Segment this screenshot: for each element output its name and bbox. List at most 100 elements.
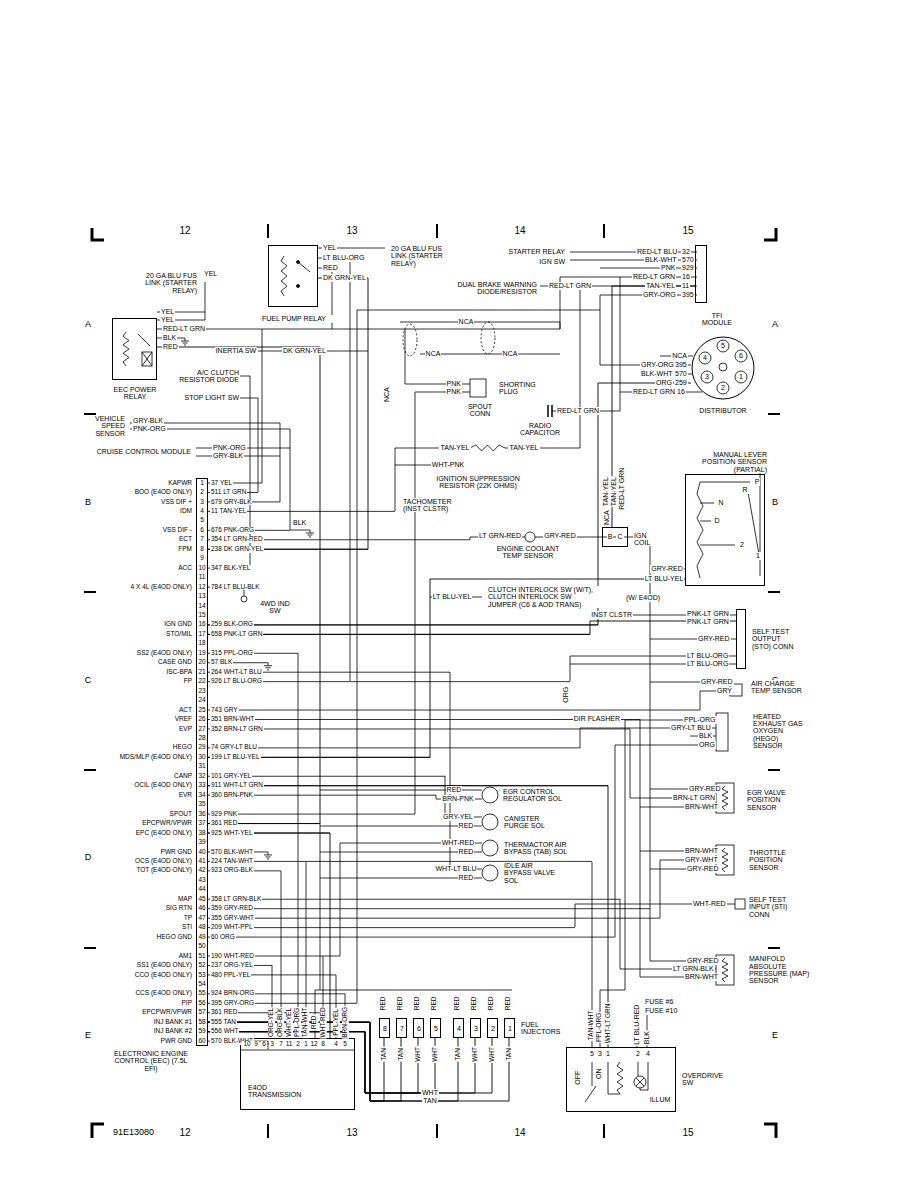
wire-code: 315 PPL-ORG (210, 650, 254, 657)
terminal-ring (717, 340, 729, 352)
callout-label: 4 (702, 354, 708, 361)
callout-label: SELF TEST INPUT (STI) CONN (748, 896, 805, 918)
pin-number: 53 (197, 972, 206, 979)
callout-label: PPL-ORG (295, 1006, 302, 1037)
callout-label: WHT-RED (320, 1006, 327, 1038)
wire-code: 360 BRN-PNK (210, 792, 254, 799)
wire-code: 570 BLK-WHT (210, 849, 254, 856)
wire (142, 352, 152, 366)
callout-label: (W/ E4OD) (625, 594, 661, 601)
callout-label: LT BLU-YEL (644, 575, 685, 582)
ground-symbol (264, 665, 272, 666)
callout-label: PNK-ORG (132, 425, 167, 432)
wire (615, 745, 716, 937)
callout-label: RED (312, 1014, 319, 1030)
wire-code: 355 GRY-WHT (210, 915, 255, 922)
callout-label: GRY-WHT (684, 856, 719, 863)
signal-name: ACC (177, 565, 193, 572)
module-box: TFI MODULE (695, 245, 707, 303)
wire-code: 926 LT BLU-ORG (210, 678, 263, 685)
component-name: SELF TEST OUTPUT (STO) CONN (751, 628, 795, 650)
grid-reference: E (771, 1031, 779, 1040)
wire-code: 679 GRY-BLK (210, 499, 252, 506)
wire-connector (208, 621, 736, 634)
pin-number: 13 (197, 593, 206, 600)
wire-code: 224 TAN-WHT (210, 858, 254, 865)
component-name: 2 (490, 1025, 496, 1032)
callout-label: ENGINE COOLANT TEMP SENSOR (487, 545, 569, 560)
wire (290, 530, 310, 531)
callout-label: TAN (506, 1047, 513, 1062)
wire-code: 74 GRY-LT BLU (210, 744, 258, 751)
signal-name: MAP (177, 896, 193, 903)
callout-label: 10 (242, 1041, 251, 1048)
callout-label: TAN-YEL (645, 282, 676, 289)
callout-label: C (616, 533, 623, 540)
pin-number: 55 (197, 990, 206, 997)
sensor-symbol (525, 532, 535, 542)
component-name: 5 (433, 1025, 439, 1032)
callout-label: 32 (681, 248, 691, 255)
pin-number: 21 (197, 669, 206, 676)
signal-name: 4 X 4L (E4OD ONLY) (130, 584, 193, 591)
signal-name: SPOUT (169, 811, 193, 818)
wire (208, 728, 630, 729)
callout-label: TAN-YEL (602, 476, 609, 507)
signal-name: CASE GND (157, 659, 193, 666)
pin-number: 12 (197, 584, 206, 591)
callout-label: IGN SW (538, 258, 566, 265)
callout-label: THROTTLE POSITION SENSOR (748, 849, 805, 871)
wire (700, 482, 750, 483)
callout-label: RED (446, 786, 463, 793)
callout-label: INST CLSTR (590, 611, 633, 618)
callout-label: TAN (422, 1097, 437, 1104)
solenoid-symbol (482, 865, 498, 881)
grid-reference: D (84, 853, 93, 862)
corner-mark (764, 1124, 776, 1138)
pin-number: 1 (199, 480, 205, 487)
wire (760, 470, 761, 576)
injector-box: 3 (470, 1018, 481, 1038)
callout-label: 5 (720, 342, 726, 349)
callout-label: ON (594, 1068, 601, 1081)
grid-tick (768, 769, 780, 771)
callout-label: A/C CLUTCH RESISTOR DIODE (168, 369, 240, 384)
injector-box: 7 (396, 1018, 407, 1038)
wire (208, 710, 700, 711)
wire (700, 545, 735, 546)
callout-label: 1 (738, 373, 744, 380)
pin-number: 20 (197, 659, 206, 666)
callout-label: P (754, 478, 761, 485)
signal-name: CCO (E4OD ONLY) (134, 972, 193, 979)
callout-label: RED (458, 874, 475, 881)
callout-label: TAN-YEL (610, 476, 617, 507)
callout-label: 2 (720, 384, 726, 391)
cap-outline (692, 337, 754, 399)
callout-label: WHT-LT BLU (435, 865, 478, 872)
wire (600, 720, 625, 990)
wire (240, 1050, 355, 1051)
twisted-pair (403, 324, 417, 356)
callout-label: RED (322, 264, 339, 271)
callout-label: STARTER RELAY (508, 248, 566, 255)
callout-label: GRY-ORG (640, 361, 675, 368)
wire (315, 990, 512, 991)
wire-code: 352 BRN-LT GRN (210, 726, 264, 733)
callout-label: ORG-YEL (269, 1006, 276, 1037)
signal-name: EPC (E4OD ONLY) (135, 830, 193, 837)
injector-box: 4 (453, 1018, 464, 1038)
wire (130, 423, 280, 502)
callout-label: OFF (574, 1070, 581, 1086)
callout-label: WHT (415, 1046, 422, 1063)
callout-label: 16 (676, 388, 686, 395)
grid-tick (603, 224, 605, 238)
capacitor-symbol (551, 405, 553, 417)
wire (608, 1062, 620, 1094)
pin-number: 10 (197, 565, 206, 572)
pin-number: 32 (197, 773, 206, 780)
callout-label: 3 (704, 373, 710, 380)
wire-code: 658 PNK-LT GRN (210, 631, 263, 638)
wire-code: 101 GRY-YEL (210, 773, 252, 780)
callout-label: TAN (381, 1047, 388, 1062)
callout-label: 2 (635, 1050, 641, 1057)
